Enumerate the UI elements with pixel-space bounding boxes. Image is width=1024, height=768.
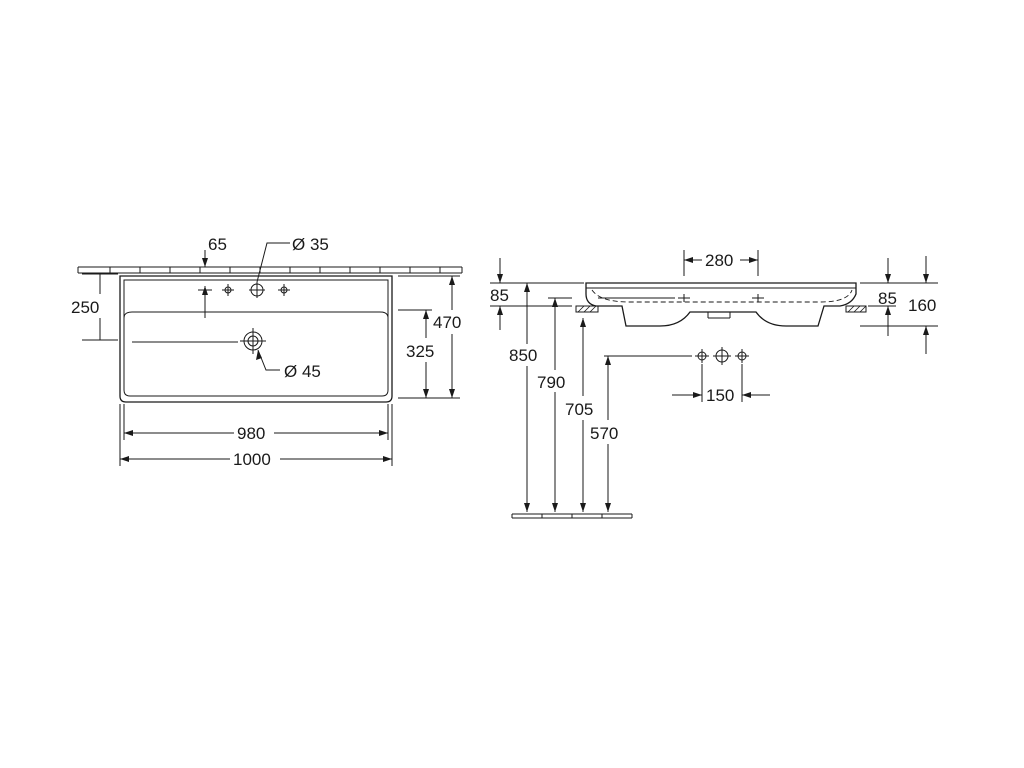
dim-height-top: 850 [509, 346, 537, 365]
basin-inner-rim [123, 279, 389, 397]
wall-brackets [575, 305, 867, 313]
wall-strip [77, 266, 463, 274]
waste-hole [240, 328, 266, 354]
dim-width-bowl: 980 [237, 424, 265, 443]
dim-rim-height-left: 85 [490, 286, 509, 305]
dim-depth-tap: 250 [71, 298, 99, 317]
dim-overall-height: 160 [908, 296, 936, 315]
dim-height-waste: 705 [565, 400, 593, 419]
dim-waste-hole: Ø 45 [284, 362, 321, 381]
bowl-edge [123, 311, 389, 319]
dim-height-rim: 790 [537, 373, 565, 392]
dim-depth-total: 470 [433, 313, 461, 332]
dim-depth-bowl: 325 [406, 342, 434, 361]
supply-connections [695, 347, 749, 365]
basin-outline [119, 275, 393, 403]
floor-line [511, 513, 633, 519]
bowl-dash [591, 289, 853, 303]
dim-tap-spacing: 280 [705, 251, 733, 270]
dim-tap-hole: Ø 35 [292, 235, 329, 254]
plan-view: 65 Ø 35 Ø 45 250 470 325 [71, 235, 463, 469]
tap-holes [222, 282, 290, 298]
dim-width-total: 1000 [233, 450, 271, 469]
dim-tap-offset: 65 [208, 235, 227, 254]
side-tap-marks [678, 294, 764, 302]
dim-height-supply: 570 [590, 424, 618, 443]
side-view: 280 85 85 160 [490, 250, 938, 519]
dim-rim-height-right: 85 [878, 289, 897, 308]
basin-profile [585, 282, 857, 327]
dim-supply-spacing: 150 [706, 386, 734, 405]
